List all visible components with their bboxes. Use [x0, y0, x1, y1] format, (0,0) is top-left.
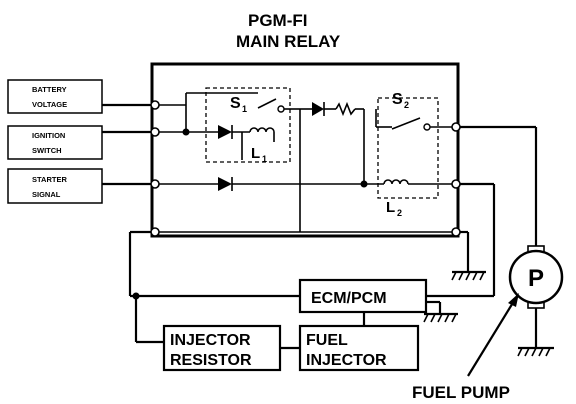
- svg-text:L: L: [251, 145, 260, 162]
- svg-text:2: 2: [397, 208, 402, 218]
- ground-symbol-pump: [517, 346, 554, 357]
- injector-resistor-box: INJECTOR RESISTOR: [162, 324, 282, 372]
- coil-l1-label: L 1: [251, 145, 267, 164]
- battery-voltage-box: BATTERY VOLTAGE: [7, 79, 103, 114]
- switch-s2-label: S 2: [392, 91, 409, 110]
- ecm-pcm-box: ECM/PCM: [298, 278, 428, 314]
- fuel-pump-pointer-arrow: [467, 293, 519, 377]
- ground-symbol-ecm: [423, 312, 458, 323]
- diagram-title-line2: MAIN RELAY: [236, 32, 341, 51]
- external-wiring: [128, 125, 538, 350]
- input-wires: [102, 103, 155, 186]
- main-relay-box: [150, 62, 460, 238]
- switch-s1-label: S 1: [230, 95, 247, 114]
- starter-label-line1: STARTER: [32, 175, 67, 184]
- svg-text:1: 1: [242, 104, 247, 114]
- svg-text:2: 2: [404, 100, 409, 110]
- ignition-label-line2: SWITCH: [32, 146, 62, 155]
- fuel-pump-symbol: P: [508, 245, 564, 309]
- fuel-pump-label: FUEL PUMP: [412, 383, 510, 402]
- injector-resistor-line2: RESISTOR: [170, 352, 252, 369]
- coil-l2-label: L 2: [386, 199, 402, 218]
- svg-text:1: 1: [262, 154, 267, 164]
- svg-text:L: L: [386, 199, 395, 216]
- svg-text:S: S: [392, 91, 403, 108]
- ignition-label-line1: IGNITION: [32, 131, 65, 140]
- ecm-pcm-label: ECM/PCM: [311, 290, 387, 307]
- diagram-title-line1: PGM-FI: [248, 11, 308, 30]
- svg-text:S: S: [230, 95, 241, 112]
- fuel-injector-line1: FUEL: [306, 332, 348, 349]
- pump-symbol-letter: P: [528, 265, 544, 292]
- battery-label-line1: BATTERY: [32, 85, 67, 94]
- fuel-injector-line2: INJECTOR: [306, 352, 387, 369]
- relay-dashed-outlines: [205, 87, 439, 199]
- injector-resistor-line1: INJECTOR: [170, 332, 251, 349]
- ground-symbol-relay: [451, 270, 486, 281]
- internal-wiring: [159, 92, 452, 233]
- starter-label-line2: SIGNAL: [32, 190, 61, 199]
- starter-signal-box: STARTER SIGNAL: [7, 168, 103, 204]
- fuel-injector-box: FUEL INJECTOR: [298, 324, 420, 372]
- ignition-switch-box: IGNITION SWITCH: [7, 125, 103, 160]
- battery-label-line2: VOLTAGE: [32, 100, 67, 109]
